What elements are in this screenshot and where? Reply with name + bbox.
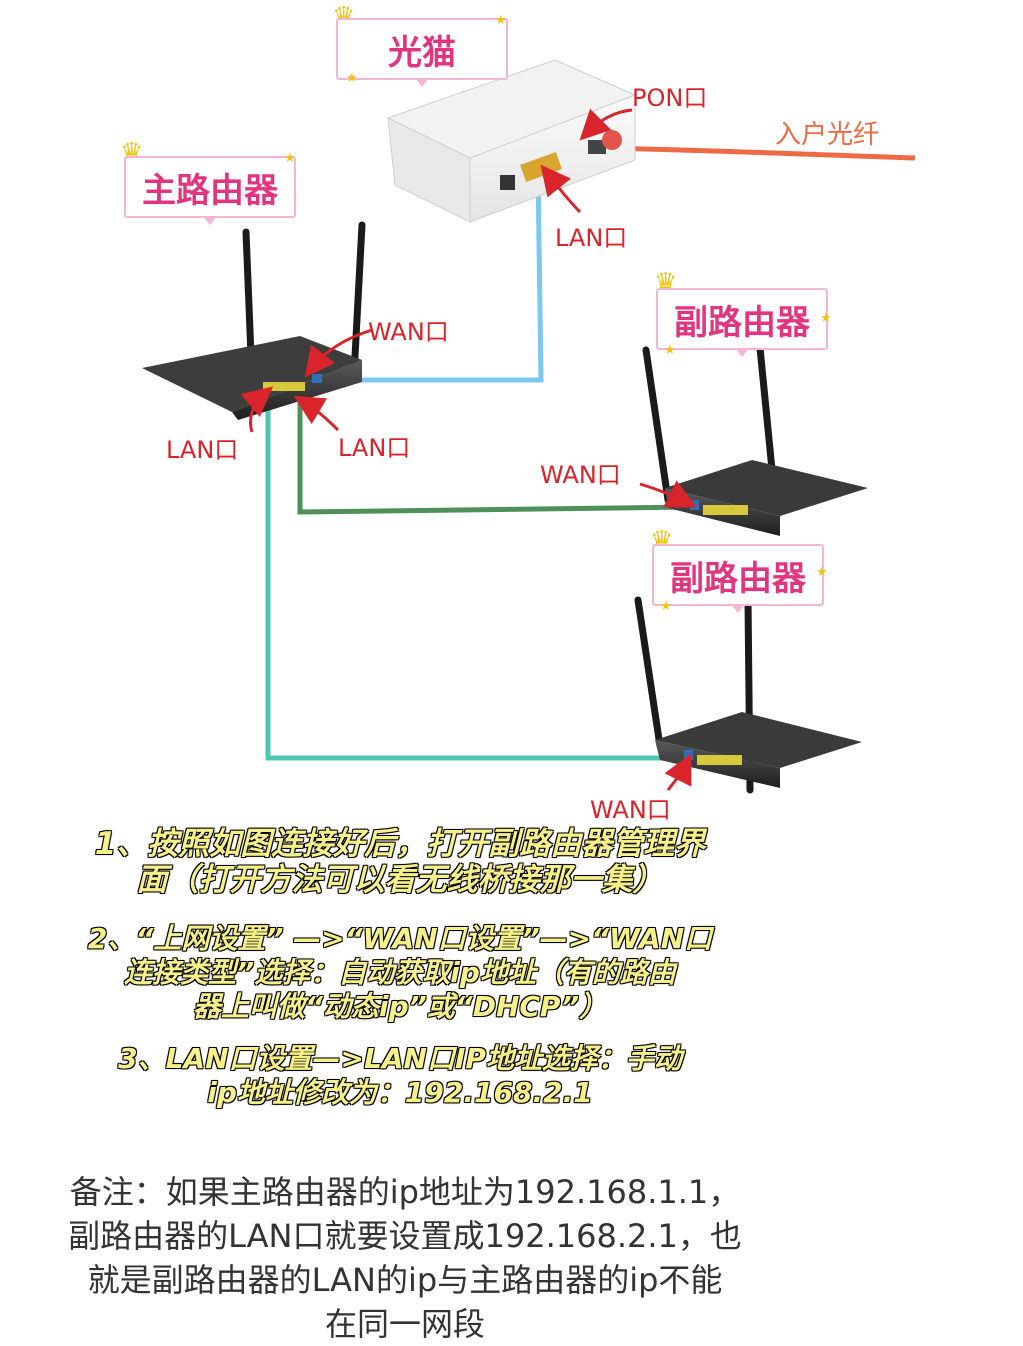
note-line-2: 副路由器的LAN口就要设置成192.168.2.1，也 bbox=[68, 1217, 742, 1255]
note: 备注：如果主路由器的ip地址为192.168.1.1， 副路由器的LAN口就要设… bbox=[20, 1170, 790, 1346]
cable-main-to-sub1 bbox=[297, 392, 691, 515]
sub-router-2-label: 副路由器 bbox=[652, 544, 824, 613]
port-arrows bbox=[240, 108, 697, 791]
main-router-device bbox=[142, 221, 366, 420]
modem-lan-label: LAN口 bbox=[555, 224, 628, 252]
main-lan-right-label: LAN口 bbox=[338, 434, 411, 462]
fiber-label: 入户光纤 bbox=[775, 120, 880, 150]
label-tail bbox=[731, 604, 745, 613]
step-2: 2、“上网设置” —>“WAN口设置”—>“WAN口 连接类型”选择：自动获取i… bbox=[20, 922, 780, 1024]
sparkle-icon: ★ bbox=[816, 565, 828, 580]
main-wan-label: WAN口 bbox=[368, 318, 449, 346]
fiber-cable bbox=[599, 145, 916, 161]
cable-main-to-sub2 bbox=[265, 396, 690, 761]
step-3-line-1: 3、LAN口设置—>LAN口IP地址选择：手动 bbox=[118, 1042, 682, 1075]
label-tail bbox=[203, 216, 217, 225]
network-diagram bbox=[142, 59, 916, 794]
arrow-sub1-wan bbox=[639, 480, 697, 508]
sparkle-icon: ★ bbox=[284, 151, 296, 166]
modem-label: 光猫 bbox=[336, 18, 508, 87]
step-2-line-2: 连接类型”选择：自动获取ip地址（有的路由 bbox=[124, 956, 676, 989]
note-line-3: 就是副路由器的LAN的ip与主路由器的ip不能 bbox=[87, 1261, 723, 1299]
cable-modem-to-main bbox=[318, 171, 544, 383]
label-tail bbox=[735, 348, 749, 357]
pon-port-label: PON口 bbox=[632, 84, 708, 112]
modem-label-text: 光猫 bbox=[388, 32, 456, 73]
arrow-main-wan bbox=[304, 328, 373, 378]
step-3: 3、LAN口设置—>LAN口IP地址选择：手动 ip地址修改为：192.168.… bbox=[20, 1042, 780, 1110]
sub2-wan-label: WAN口 bbox=[590, 796, 671, 824]
sparkle-icon: ★ bbox=[495, 13, 507, 28]
sparkle-icon: ★ bbox=[660, 599, 672, 614]
note-line-4: 在同一网段 bbox=[324, 1305, 485, 1343]
step-2-line-3: 器上叫做“动态ip”或“DHCP”） bbox=[192, 990, 608, 1023]
arrow-pon bbox=[579, 108, 633, 141]
arrow-main-lan-left bbox=[240, 386, 274, 433]
sub-router-1-device bbox=[642, 344, 868, 536]
main-lan-left-label: LAN口 bbox=[166, 436, 239, 464]
step-1-line-2: 面（打开方法可以看无线桥接那一集） bbox=[136, 862, 664, 898]
step-1-line-1: 1、按照如图连接好后，打开副路由器管理界 bbox=[94, 826, 706, 862]
step-3-line-2: ip地址修改为：192.168.2.1 bbox=[207, 1076, 593, 1109]
step-1: 1、按照如图连接好后，打开副路由器管理界 面（打开方法可以看无线桥接那一集） bbox=[20, 826, 780, 898]
sub1-wan-label: WAN口 bbox=[540, 461, 621, 489]
sparkle-icon: ★ bbox=[664, 343, 676, 358]
sparkle-icon: ★ bbox=[346, 71, 358, 86]
arrow-main-lan-right bbox=[293, 395, 340, 432]
note-line-1: 备注：如果主路由器的ip地址为192.168.1.1， bbox=[69, 1173, 741, 1211]
arrow-modem-lan bbox=[540, 164, 582, 214]
main-router-label-text: 主路由器 bbox=[142, 170, 278, 211]
main-router-label: 主路由器 bbox=[124, 156, 296, 225]
arrow-sub2-wan bbox=[664, 753, 692, 791]
sub-router-1-label-text: 副路由器 bbox=[674, 302, 810, 343]
sub-router-2-device bbox=[634, 596, 862, 794]
sparkle-icon: ★ bbox=[820, 311, 832, 326]
sub-router-1-label: 副路由器 bbox=[656, 288, 828, 357]
sub-router-2-label-text: 副路由器 bbox=[670, 558, 806, 599]
label-tail bbox=[415, 78, 429, 87]
step-2-line-1: 2、“上网设置” —>“WAN口设置”—>“WAN口 bbox=[87, 922, 713, 955]
